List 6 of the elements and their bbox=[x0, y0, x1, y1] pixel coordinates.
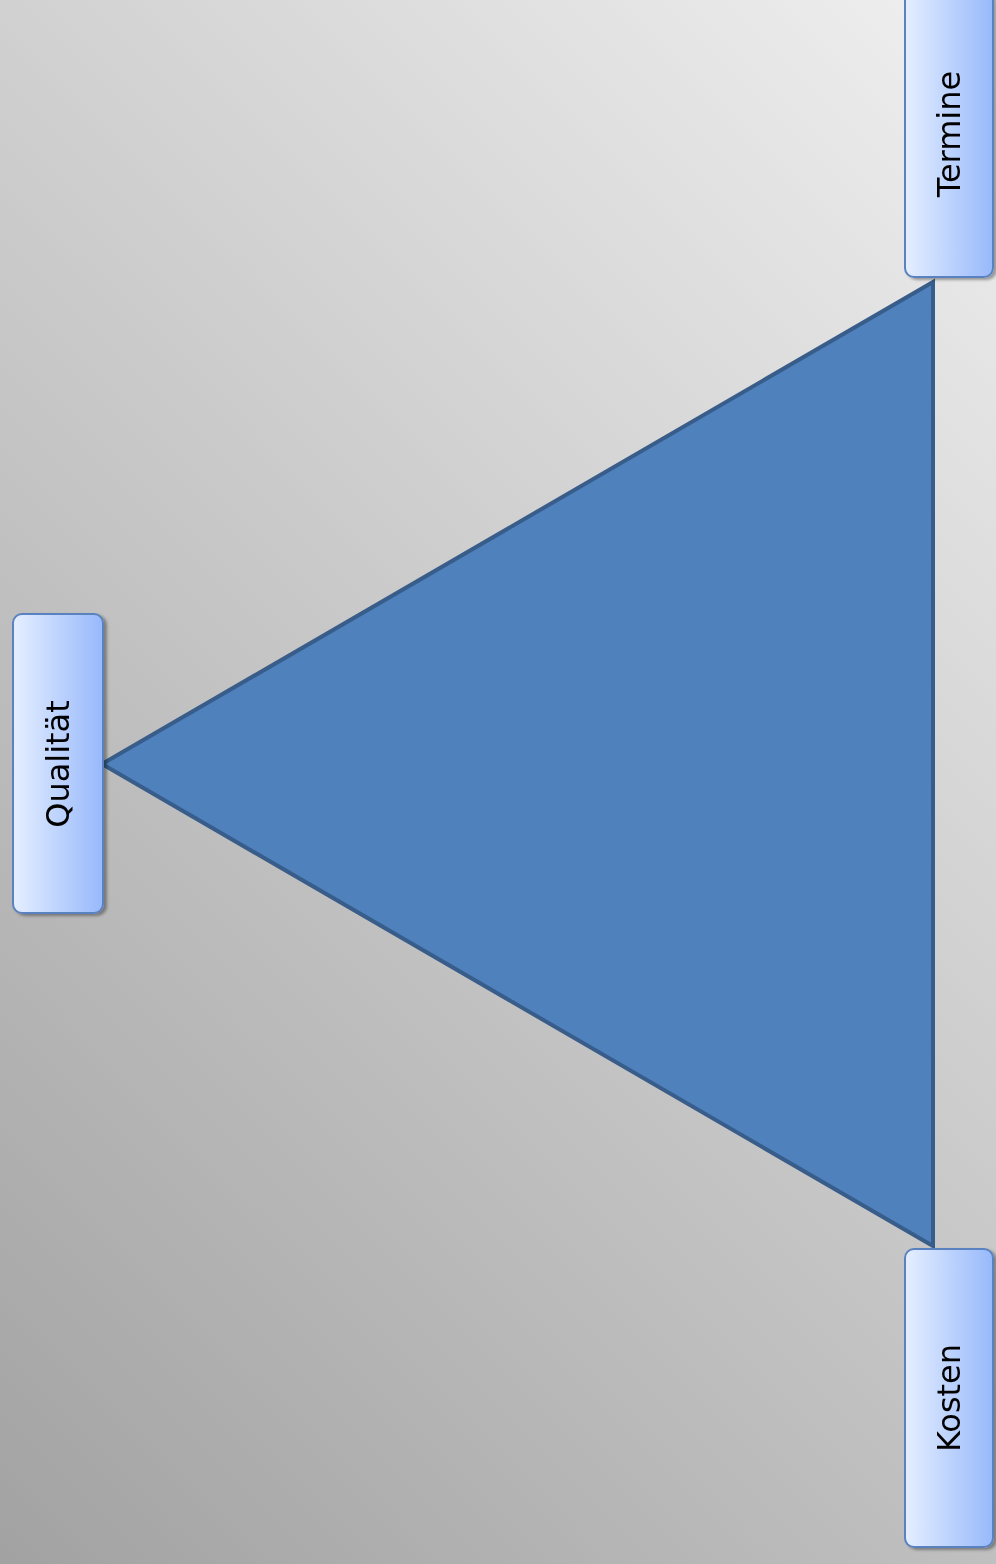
label-text: Kosten bbox=[930, 1343, 968, 1453]
label-text: Qualität bbox=[39, 699, 77, 828]
label-box bbox=[12, 613, 104, 914]
label-box bbox=[904, 0, 994, 278]
label-text: Termine bbox=[930, 70, 968, 198]
label-box bbox=[904, 1248, 994, 1548]
